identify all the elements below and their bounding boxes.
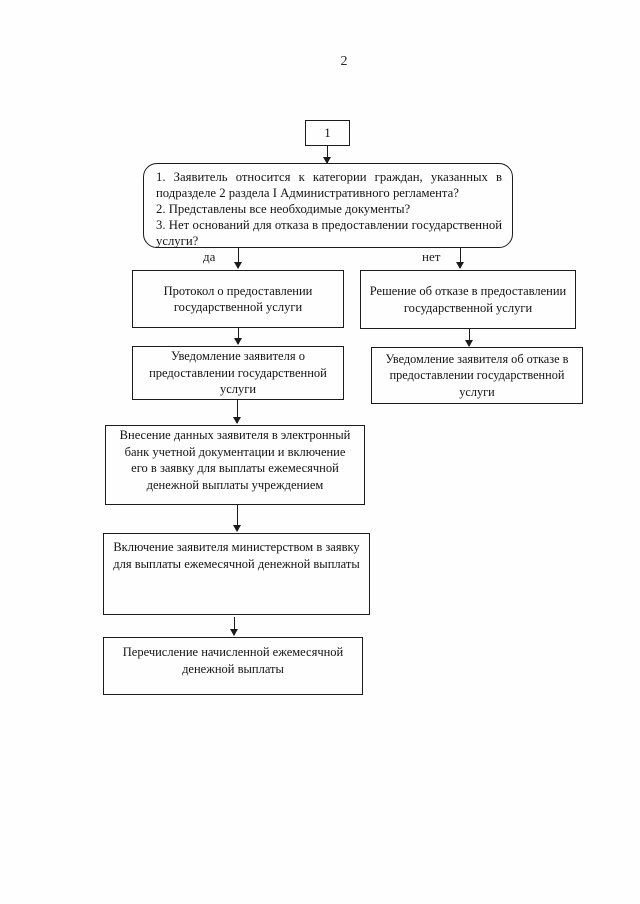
decision-item-3: 3. Нет оснований для отказа в предоставл… (156, 217, 502, 248)
arrow-down-r1-r2 (464, 329, 473, 347)
arrow-down-m3-m4 (232, 505, 241, 532)
process-box-payment-transfer: Перечисление начисленной ежемесячной ден… (103, 637, 363, 695)
flow-start-node: 1 (305, 120, 350, 146)
arrow-down-no-branch (455, 248, 464, 269)
decision-box: 1. Заявитель относится к категории гражд… (143, 163, 513, 248)
process-box-notify-grant: Уведомление заявителя о предоставлении г… (132, 346, 344, 400)
flow-start-label: 1 (324, 124, 331, 140)
process-box-payment-transfer-label: Перечисление начисленной ежемесячной ден… (122, 645, 344, 676)
decision-item-2: 2. Представлены все необходимые документ… (156, 201, 411, 216)
process-box-data-entry: Внесение данных заявителя в электронный … (105, 425, 365, 505)
process-box-notify-refusal-label: Уведомление заявителя об отказе в предос… (385, 351, 569, 399)
process-box-notify-refusal: Уведомление заявителя об отказе в предос… (371, 347, 583, 404)
branch-label-no: нет (422, 249, 441, 264)
branch-label-yes: да (203, 249, 216, 264)
process-box-ministry-request: Включение заявителя министерством в заяв… (103, 533, 370, 615)
process-box-protocol: Протокол о предоставлении государственно… (132, 270, 344, 328)
arrow-down-yes-branch (233, 248, 242, 269)
arrow-down-start-to-decision (322, 146, 331, 164)
process-box-data-entry-label: Внесение данных заявителя в электронный … (119, 428, 351, 492)
decision-item-1: 1. Заявитель относится к категории гражд… (156, 170, 502, 200)
process-box-notify-grant-label: Уведомление заявителя о предоставлении г… (149, 349, 327, 397)
process-box-protocol-label: Протокол о предоставлении государственно… (163, 283, 313, 315)
arrow-down-l1-l2 (233, 328, 242, 345)
page-number: 2 (340, 54, 348, 69)
process-box-ministry-request-label: Включение заявителя министерством в заяв… (113, 540, 360, 571)
process-box-refusal-decision-label: Решение об отказе в предоставлении госуд… (369, 284, 567, 315)
process-box-refusal-decision: Решение об отказе в предоставлении госуд… (360, 270, 576, 329)
arrow-down-l2-m3 (232, 400, 241, 424)
arrow-down-m4-m5 (229, 617, 238, 636)
